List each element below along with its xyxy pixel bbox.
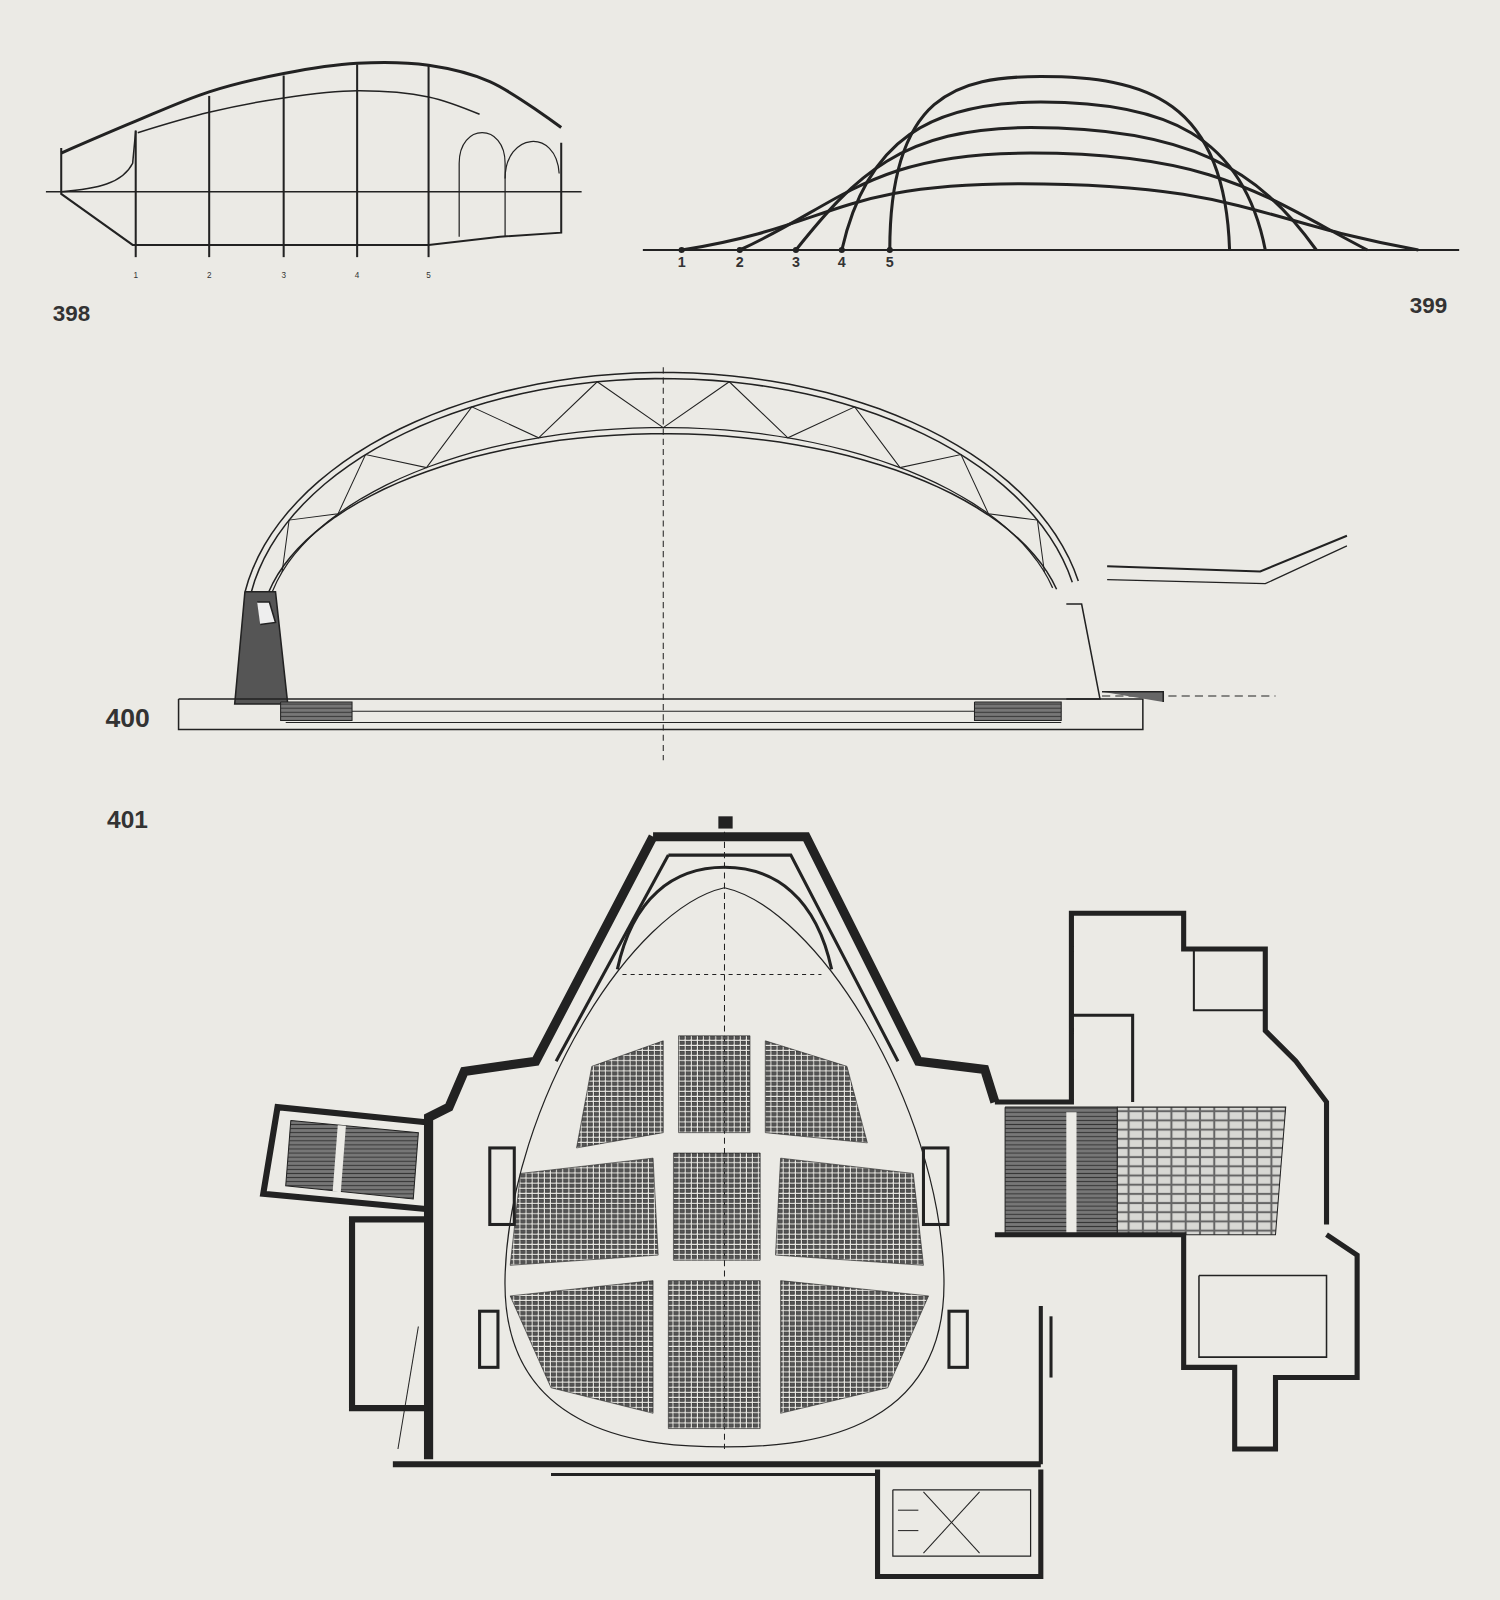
point-mark <box>793 247 799 253</box>
wall-pier <box>490 1148 514 1225</box>
point-mark <box>679 247 685 253</box>
outline <box>974 702 1061 720</box>
outline <box>510 1281 653 1414</box>
outline <box>1039 1306 1043 1464</box>
outline <box>245 373 1078 593</box>
callout-number: 5 <box>886 255 894 269</box>
outline <box>179 699 1143 730</box>
outline <box>337 1126 342 1192</box>
point-mark <box>887 247 893 253</box>
outline <box>890 77 1230 250</box>
outline <box>679 1036 750 1133</box>
callout-number: 2 <box>207 271 212 279</box>
outline <box>1199 1276 1327 1358</box>
figure-number: 398 <box>53 303 90 325</box>
outline <box>398 1327 418 1449</box>
outline <box>898 1510 918 1511</box>
outline <box>1107 546 1347 584</box>
outline <box>286 722 1062 723</box>
outline <box>208 96 210 257</box>
outline <box>429 837 653 1459</box>
outline <box>1071 1015 1132 1102</box>
outline <box>459 133 505 237</box>
outline <box>283 76 285 258</box>
outline <box>893 1490 1031 1556</box>
wall-pier <box>480 1311 498 1367</box>
outline <box>995 1235 1357 1449</box>
wall-pier <box>949 1311 967 1367</box>
figure-399 <box>643 77 1459 254</box>
callout-number: 4 <box>838 255 846 269</box>
outline <box>1107 536 1347 572</box>
figure-number: 400 <box>105 704 149 731</box>
figure-number: 399 <box>1410 295 1447 317</box>
outline <box>796 128 1316 250</box>
outline <box>510 1158 658 1265</box>
outline <box>257 602 275 624</box>
figure-398 <box>46 62 582 257</box>
point-mark <box>737 247 743 253</box>
outline <box>135 131 137 258</box>
point-mark <box>839 247 845 253</box>
outline <box>286 711 1062 712</box>
callout-number: 4 <box>355 271 360 279</box>
figure-401 <box>263 816 1357 1576</box>
outline <box>1102 692 1163 702</box>
outline <box>663 367 664 760</box>
outline <box>251 379 1072 593</box>
wall-marker <box>718 816 732 828</box>
outline <box>643 249 1459 251</box>
outline <box>356 64 358 257</box>
outline <box>1066 1112 1076 1234</box>
outline <box>286 1120 419 1199</box>
outline <box>281 702 352 720</box>
outline <box>898 1530 918 1531</box>
callout-number: 5 <box>426 271 431 279</box>
figure-400 <box>179 367 1347 760</box>
callout-number: 3 <box>792 255 800 269</box>
outline <box>61 131 135 192</box>
outline <box>673 1153 760 1260</box>
outline <box>878 1469 1041 1576</box>
outline <box>668 1281 760 1429</box>
callout-number: 2 <box>736 255 744 269</box>
outline <box>1194 949 1265 1010</box>
outline <box>1066 604 1100 699</box>
outline <box>776 1158 924 1265</box>
callout-number: 1 <box>133 271 138 279</box>
outline <box>269 428 1052 600</box>
outline <box>505 141 559 178</box>
outline <box>781 1281 929 1414</box>
outline <box>263 1107 428 1209</box>
outline <box>235 592 288 704</box>
outline <box>842 102 1265 250</box>
outline <box>923 1492 979 1553</box>
outline <box>1049 1316 1052 1377</box>
outline <box>428 65 430 257</box>
callout-number: 1 <box>678 255 686 269</box>
outline <box>352 1219 429 1408</box>
outline <box>1117 1107 1285 1235</box>
outline <box>622 974 821 975</box>
outline <box>923 1492 979 1553</box>
outline <box>556 855 668 1061</box>
outline <box>46 191 582 193</box>
outline <box>577 1041 664 1148</box>
outline <box>765 1041 867 1143</box>
figure-number: 401 <box>107 807 148 831</box>
outline <box>551 1473 878 1476</box>
wall-pier <box>923 1148 947 1225</box>
outline <box>505 888 944 1447</box>
outline <box>393 1461 1041 1467</box>
outline <box>1005 1107 1117 1235</box>
callout-number: 3 <box>281 271 286 279</box>
